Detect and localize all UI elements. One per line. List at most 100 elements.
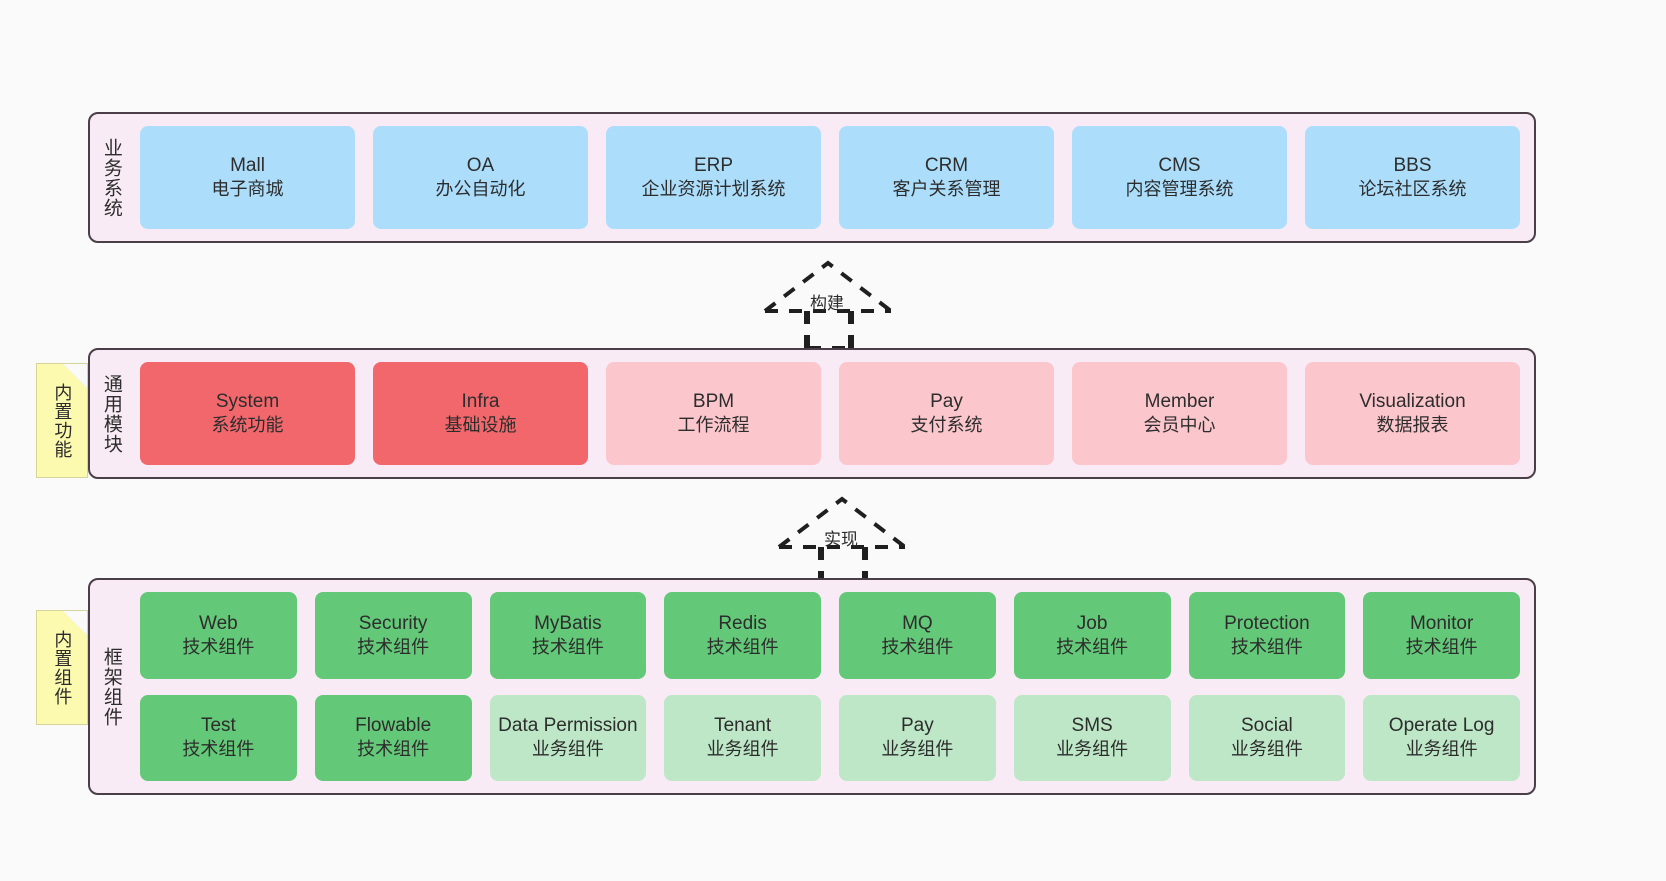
node-title: Test (200, 715, 236, 737)
node-title: Flowable (355, 715, 432, 737)
note-builtin-components-label: 内置组件 (52, 629, 73, 706)
note-builtin-components: 内置组件 (36, 610, 88, 725)
node-subtitle: 业务组件 (531, 739, 604, 760)
node-title: BPM (692, 390, 735, 412)
node-row: Mall 电子商城 OA 办公自动化 ERP 企业资源计划系统 CRM 客户关系… (140, 126, 1520, 229)
connector-implement: 实现 (769, 491, 929, 586)
node-redis[interactable]: Redis 技术组件 (664, 592, 821, 679)
layer-framework-components-body: Web 技术组件 Security 技术组件 MyBatis 技术组件 Redi… (132, 580, 1534, 793)
node-subtitle: 基础设施 (444, 415, 517, 436)
node-mq[interactable]: MQ 技术组件 (839, 592, 996, 679)
node-subtitle: 支付系统 (910, 415, 983, 436)
node-mall[interactable]: Mall 电子商城 (140, 126, 355, 229)
node-title: Mall (230, 154, 265, 176)
node-security[interactable]: Security 技术组件 (314, 592, 472, 679)
node-subtitle: 业务组件 (706, 739, 779, 760)
node-mybatis[interactable]: MyBatis 技术组件 (489, 592, 647, 679)
node-subtitle: 技术组件 (1056, 636, 1129, 657)
layer-business-systems-title: 业务系统 (100, 137, 122, 218)
node-title: Operate Log (1388, 715, 1495, 737)
node-oa[interactable]: OA 办公自动化 (373, 126, 588, 229)
generalization-arrow-icon (777, 496, 907, 586)
node-title: Data Permission (498, 715, 638, 737)
node-title: Social (1241, 715, 1293, 737)
node-subtitle: 技术组件 (182, 636, 255, 657)
node-title: Redis (718, 612, 767, 634)
node-title: MyBatis (534, 612, 602, 634)
node-subtitle: 企业资源计划系统 (641, 179, 786, 200)
node-row: System 系统功能 Infra 基础设施 BPM 工作流程 Pay 支付系统… (140, 362, 1520, 465)
connector-build-label: 构建 (810, 294, 844, 313)
node-system[interactable]: System 系统功能 (140, 362, 355, 465)
layer-common-modules-title: 通用模块 (100, 373, 122, 454)
node-subtitle: 内容管理系统 (1125, 179, 1234, 200)
layer-business-systems-body: Mall 电子商城 OA 办公自动化 ERP 企业资源计划系统 CRM 客户关系… (132, 114, 1534, 241)
node-title: Web (199, 612, 238, 634)
node-subtitle: 业务组件 (1405, 739, 1478, 760)
layer-framework-components: 框架组件 Web 技术组件 Security 技术组件 MyBatis 技术组件… (88, 578, 1536, 795)
node-flowable[interactable]: Flowable 技术组件 (314, 694, 472, 781)
node-subtitle: 论坛社区系统 (1358, 179, 1467, 200)
node-title: Pay (930, 390, 963, 412)
node-title: Member (1144, 390, 1215, 412)
node-title: ERP (693, 154, 734, 176)
node-subtitle: 技术组件 (357, 636, 430, 657)
node-subtitle: 业务组件 (1056, 739, 1129, 760)
node-pay-module[interactable]: Pay 支付系统 (839, 362, 1054, 465)
node-subtitle: 数据报表 (1376, 415, 1449, 436)
node-member[interactable]: Member 会员中心 (1072, 362, 1287, 465)
connector-implement-label: 实现 (824, 530, 858, 549)
node-title: Tenant (714, 715, 772, 737)
node-protection[interactable]: Protection 技术组件 (1188, 592, 1346, 679)
node-subtitle: 技术组件 (1405, 636, 1478, 657)
node-crm[interactable]: CRM 客户关系管理 (839, 126, 1054, 229)
node-data-permission[interactable]: Data Permission 业务组件 (489, 694, 647, 781)
node-infra[interactable]: Infra 基础设施 (373, 362, 588, 465)
layer-common-modules-body: System 系统功能 Infra 基础设施 BPM 工作流程 Pay 支付系统… (132, 350, 1534, 477)
node-subtitle: 技术组件 (182, 739, 255, 760)
layer-common-modules: 通用模块 System 系统功能 Infra 基础设施 BPM 工作流程 Pay… (88, 348, 1536, 479)
node-subtitle: 技术组件 (1230, 636, 1303, 657)
node-monitor[interactable]: Monitor 技术组件 (1363, 592, 1520, 679)
node-subtitle: 办公自动化 (435, 179, 526, 200)
node-pay-component[interactable]: Pay 业务组件 (839, 694, 996, 781)
node-title: CRM (924, 154, 969, 176)
node-subtitle: 电子商城 (211, 179, 284, 200)
node-row: Web 技术组件 Security 技术组件 MyBatis 技术组件 Redi… (140, 592, 1520, 679)
node-subtitle: 会员中心 (1143, 415, 1216, 436)
node-title: Job (1076, 612, 1108, 634)
node-visualization[interactable]: Visualization 数据报表 (1305, 362, 1520, 465)
node-tenant[interactable]: Tenant 业务组件 (664, 694, 821, 781)
node-title: CMS (1158, 154, 1201, 176)
node-subtitle: 业务组件 (1230, 739, 1303, 760)
connector-build: 构建 (755, 255, 915, 350)
node-title: Infra (461, 390, 500, 412)
node-title: System (215, 390, 280, 412)
node-bbs[interactable]: BBS 论坛社区系统 (1305, 126, 1520, 229)
node-bpm[interactable]: BPM 工作流程 (606, 362, 821, 465)
node-title: OA (466, 154, 495, 176)
node-web[interactable]: Web 技术组件 (140, 592, 297, 679)
node-social[interactable]: Social 业务组件 (1188, 694, 1346, 781)
node-job[interactable]: Job 技术组件 (1013, 592, 1171, 679)
node-title: MQ (902, 612, 933, 634)
node-title: SMS (1071, 715, 1113, 737)
node-subtitle: 技术组件 (881, 636, 954, 657)
node-subtitle: 技术组件 (531, 636, 604, 657)
node-row: Test 技术组件 Flowable 技术组件 Data Permission … (140, 694, 1520, 781)
node-cms[interactable]: CMS 内容管理系统 (1072, 126, 1287, 229)
node-erp[interactable]: ERP 企业资源计划系统 (606, 126, 821, 229)
node-subtitle: 客户关系管理 (892, 179, 1001, 200)
note-builtin-features: 内置功能 (36, 363, 88, 478)
node-subtitle: 系统功能 (211, 415, 284, 436)
node-sms[interactable]: SMS 业务组件 (1013, 694, 1171, 781)
node-subtitle: 业务组件 (881, 739, 954, 760)
layer-framework-components-title: 框架组件 (100, 646, 122, 727)
dashed-stem-icon (806, 311, 854, 350)
node-test[interactable]: Test 技术组件 (140, 694, 297, 781)
node-title: Visualization (1359, 390, 1466, 412)
node-title: Pay (901, 715, 934, 737)
node-operate-log[interactable]: Operate Log 业务组件 (1363, 694, 1520, 781)
generalization-arrow-icon (763, 260, 893, 350)
